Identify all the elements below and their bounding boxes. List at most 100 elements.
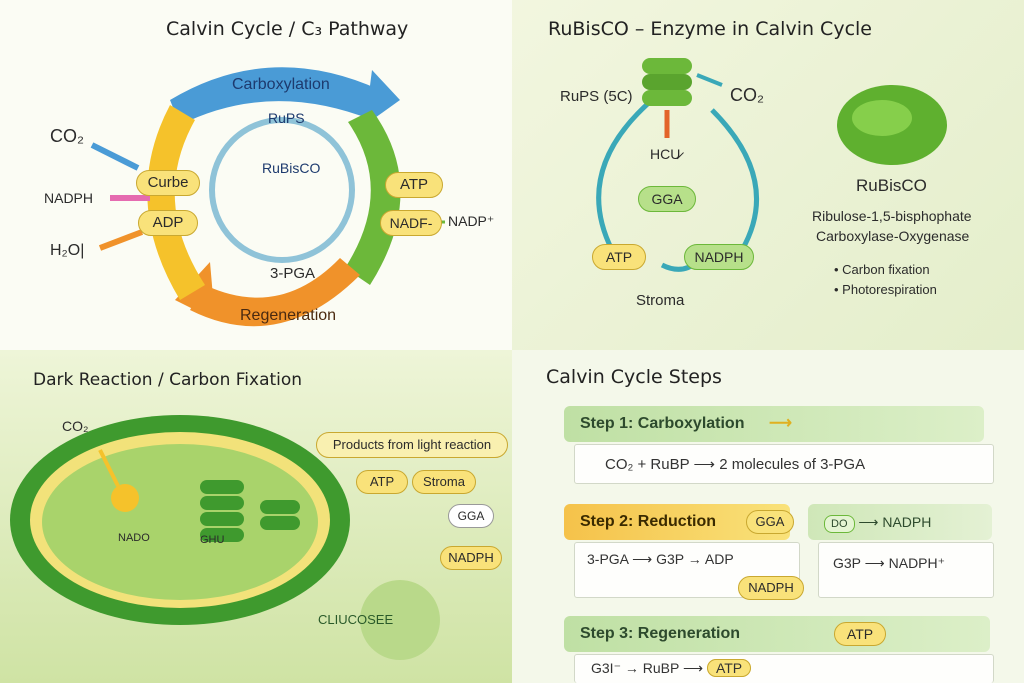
step2-eq-b: G3P [656,551,684,567]
arrow-icon: ⟶ [632,551,657,567]
nado-label: NADO [118,532,150,544]
chloroplast-stroma [42,444,318,600]
inner-cycle-ring [209,117,355,263]
rubisco-co2-label: CO₂ [730,85,764,105]
bullet-carbon-fixation: • Carbon fixation [834,262,930,277]
step2-label: Step 2: Reduction [580,513,717,530]
step2-adp: ADP [704,551,734,567]
regeneration-label: Regeneration [240,307,337,324]
rubisco-name: RuBisCO [856,176,927,195]
step1-arrow-icon: ⟶ [768,415,792,432]
rups5c-label: RuPS (5C) [560,88,633,105]
co2-label: CO₂ [50,126,84,146]
arrow-icon: → [624,660,643,676]
h2o-label: H₂O| [50,242,85,259]
gga-pill: GGA [638,186,696,212]
curbe-pill: Curbe [136,170,200,196]
dark-atp-pill: ATP [356,470,408,494]
chloroplast-illustration [10,415,440,660]
ghu-label: GHU [200,534,225,546]
step2-right-bar: DO ⟶ NADPH [808,504,992,540]
thylakoid-disc-2 [200,496,244,510]
enzyme-disc-1 [642,58,692,74]
rubisco-title: RuBisCO – Enzyme in Calvin Cycle [548,18,872,40]
dark-reaction-panel: Dark Reaction / Carbon Fixation CO₂ Prod… [0,350,512,683]
co2-arrow [696,73,723,87]
thylakoid-disc-3 [200,512,244,526]
right-cycle-arrow [710,108,759,252]
step2-left-box: 3-PGA ⟶ G3P → ADP [574,542,800,598]
sun-icon [111,484,139,512]
dark-nadph-pill: NADPH [440,546,502,570]
thylakoid-disc-1 [200,480,244,494]
stroma-label: Stroma [636,292,685,309]
adp-pill: ADP [138,210,198,236]
arrow-icon: → [687,551,705,567]
rubisco-label: RuBisCO [262,160,321,176]
regeneration-arrow [190,258,360,327]
arrow-icon: ⟶ [682,660,707,676]
dark-co2-label: CO₂ [62,418,89,434]
calvin-cycle-title: Calvin Cycle / C₃ Pathway [166,18,409,40]
dark-reaction-title: Dark Reaction / Carbon Fixation [33,370,303,390]
rups-label: RuPS [268,110,305,126]
dark-stroma-pill: Stroma [412,470,476,494]
co2-in-arrow [90,142,140,171]
carboxylation-label: Carboxylation [232,76,330,93]
step2-nadph-right: NADPH [882,514,932,530]
green-right-arrow [345,110,401,285]
step3-eq-b: RuBP [642,660,680,676]
enzyme-disc-3 [642,90,692,106]
yellow-left-arrow [147,105,205,300]
step3-eq-c: ATP [706,659,752,677]
step1-eq-a: CO₂ + RuBP [605,456,690,473]
hcu-label: HCU̷ [650,146,681,162]
step3-box: G3I⁻ → RuBP ⟶ ATP [574,654,994,683]
arrow-icon: ⟶ [858,514,883,530]
carboxylation-arrowhead [365,70,400,125]
cell-circle [360,580,440,660]
thylakoid-disc-4 [200,528,244,542]
carboxylation-arrow [170,67,380,125]
step3-bar: Step 3: Regeneration [564,616,990,652]
nadph-label: NADPH [44,190,94,206]
enzyme-disc-2 [642,74,692,90]
step1-eq-b: 2 molecules of 3-PGA [719,456,866,473]
step2-nadph-pill: NADPH [738,576,804,600]
rubisco-full-name-2: Carboxylase-Oxygenase [816,228,970,244]
rubisco-atp-pill: ATP [592,244,646,270]
do-icon: DO [824,515,855,533]
step1-label: Step 1: Carboxylation [580,415,745,432]
step2-eq-c: G3P [833,555,861,571]
thylakoid-disc-6 [260,516,300,530]
atp-pill: ATP [385,172,443,198]
nadf-pill: NADF- [380,210,442,236]
rubisco-cycle-diagram [596,58,947,272]
step1-box: CO₂ + RuBP ⟶ 2 molecules of 3-PGA [574,444,994,484]
step2-gga-pill: GGA [746,510,794,534]
nadp-plus-label: NADP⁺ [448,213,495,229]
rubisco-full-name-1: Ribulose-1,5-bisphophate [812,208,972,224]
step3-label: Step 3: Regeneration [580,625,741,642]
rubisco-nadph-pill: NADPH [684,244,754,270]
products-pill: Products from light reaction [316,432,508,458]
thylakoid-disc-5 [260,500,300,514]
step2-eq-d: NADPH⁺ [888,555,946,571]
step1-bar: Step 1: Carboxylation ⟶ [564,406,984,442]
bullet-photorespiration: • Photorespiration [834,282,937,297]
dark-gga-pill: GGA [448,504,494,528]
arrow-icon: ⟶ [864,555,889,571]
steps-title: Calvin Cycle Steps [546,366,722,388]
step3-atp-pill: ATP [834,622,886,646]
rubisco-panel: RuBisCO – Enzyme in Calvin Cycle RuPS (5… [512,0,1024,350]
rubisco-highlight [852,100,912,136]
step2-eq-a: 3-PGA [587,551,629,567]
calvin-cycle-diagram [90,67,445,327]
steps-panel: Calvin Cycle Steps Step 1: Carboxylation… [512,350,1024,683]
h2o-out-arrow [98,229,144,251]
left-cycle-arrow [596,98,654,252]
pga-label: 3-PGA [270,265,316,282]
arrow-icon: ⟶ [693,456,720,473]
calvin-cycle-panel: Calvin Cycle / C₃ Pathway Carboxylation … [0,0,512,350]
light-ray [98,449,120,487]
